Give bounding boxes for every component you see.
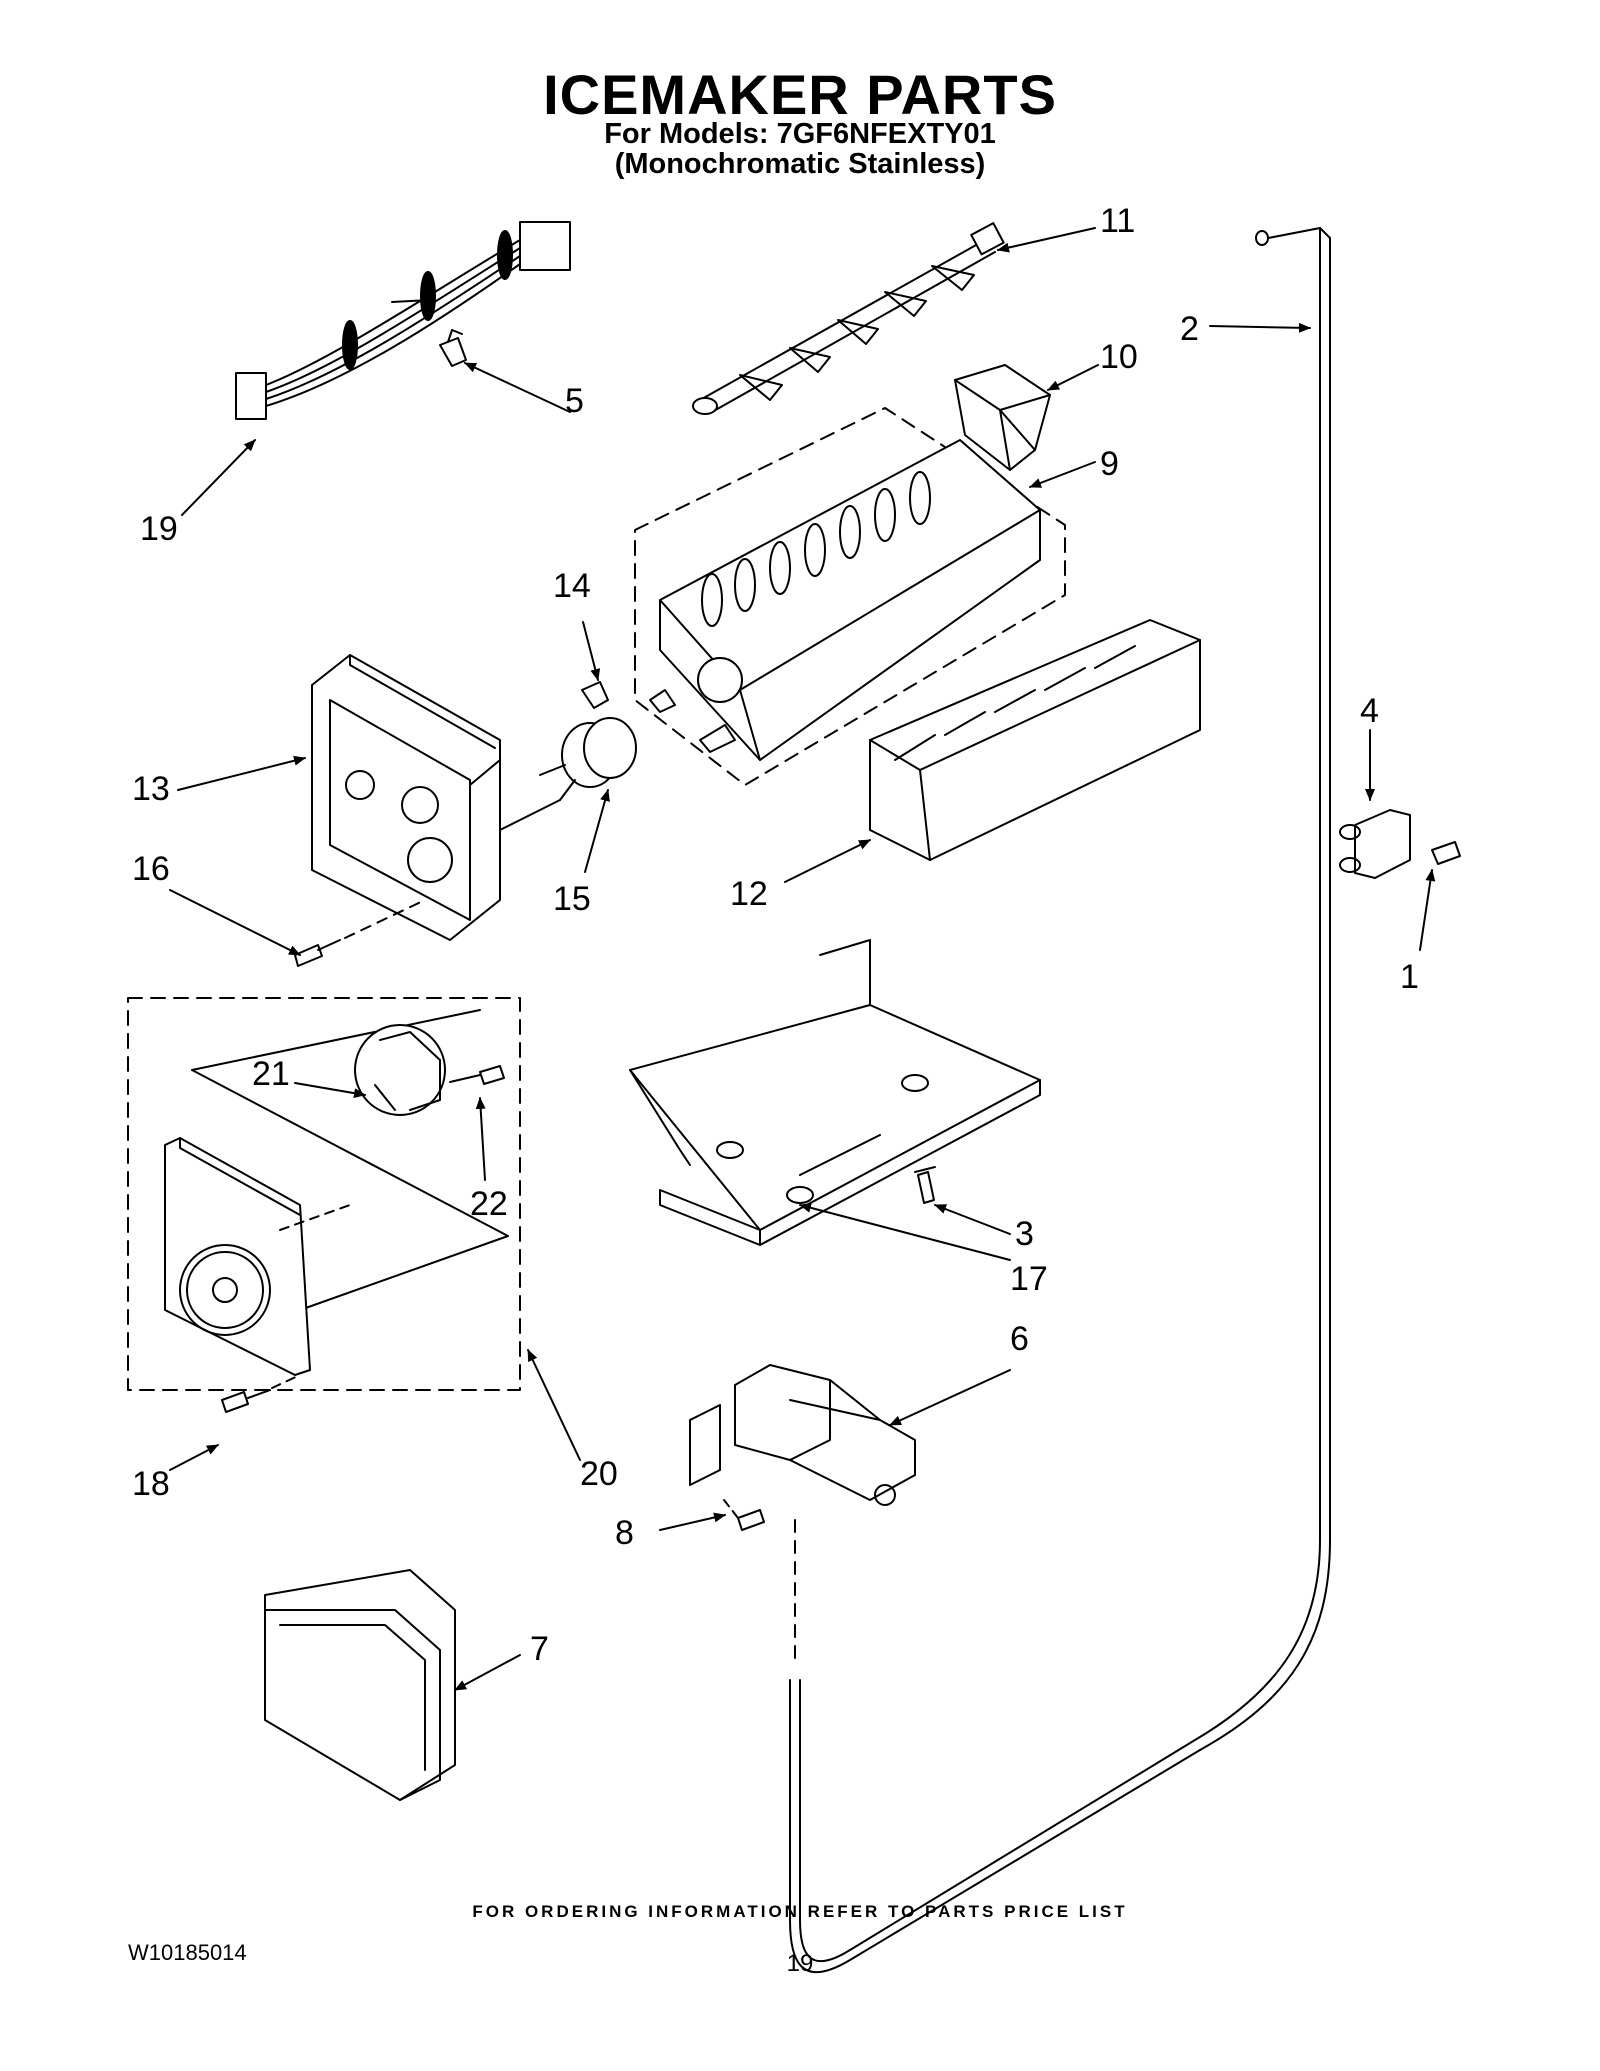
ejector-shaft	[692, 222, 1005, 415]
motor-assembly-plane	[191, 1009, 509, 1311]
page-number: 19	[786, 1950, 814, 1977]
callout-7: 7	[530, 1630, 549, 1668]
callout-2: 2	[1180, 310, 1199, 348]
callout-1: 1	[1400, 958, 1419, 996]
shutoff-tray	[629, 939, 1041, 1246]
callout-11: 11	[1100, 202, 1135, 240]
callout-3: 3	[1015, 1215, 1034, 1253]
control-housing	[311, 654, 561, 941]
callout-14: 14	[553, 567, 591, 605]
mold-assembly-outline	[634, 407, 1066, 786]
screw-3	[914, 1166, 936, 1204]
callout-10: 10	[1100, 338, 1138, 376]
screw-22	[449, 1065, 505, 1085]
callout-15: 15	[553, 880, 591, 918]
callout-12: 12	[730, 875, 768, 913]
variant-line: (Monochromatic Stainless)	[614, 148, 986, 180]
screw-1	[1431, 841, 1461, 865]
page-title: ICEMAKER PARTS	[543, 63, 1057, 126]
tube-clamp	[1339, 809, 1411, 879]
stripper	[869, 619, 1201, 861]
wire-harness	[235, 221, 571, 420]
callout-4: 4	[1360, 692, 1379, 730]
harness-clip	[439, 329, 467, 367]
thermostat-clip	[581, 681, 609, 709]
motor	[354, 1024, 446, 1116]
fill-cup	[954, 364, 1051, 471]
water-valve	[689, 1364, 916, 1506]
thermostat	[539, 717, 637, 801]
callout-5: 5	[565, 382, 584, 420]
callout-8: 8	[615, 1514, 634, 1552]
motor-assembly-box	[127, 997, 521, 1391]
callout-18: 18	[132, 1465, 170, 1503]
fill-tube	[789, 227, 1331, 1974]
callout-20: 20	[580, 1455, 618, 1493]
callout-numbers: 1 2 3 4 5 6 7 8 9 10 11 12 13 14 15 16 1…	[132, 202, 1419, 1668]
screw-8	[723, 1499, 765, 1531]
document-number: W10185014	[128, 1940, 247, 1965]
screw-18	[221, 1374, 301, 1413]
models-line: For Models: 7GF6NFEXTY01	[604, 118, 996, 150]
callout-9: 9	[1100, 445, 1119, 483]
screw-16	[294, 899, 426, 967]
insulation-pad	[264, 1569, 456, 1801]
callout-13: 13	[132, 770, 170, 808]
ordering-note: FOR ORDERING INFORMATION REFER TO PARTS …	[472, 1902, 1128, 1921]
mold	[649, 439, 1041, 761]
callout-22: 22	[470, 1185, 508, 1223]
callout-6: 6	[1010, 1320, 1029, 1358]
callout-21: 21	[252, 1055, 290, 1093]
callout-17: 17	[1010, 1260, 1048, 1298]
callout-19: 19	[140, 510, 178, 548]
gear-plate	[164, 1137, 351, 1376]
callout-16: 16	[132, 850, 170, 888]
leader-lines	[169, 227, 1436, 1691]
